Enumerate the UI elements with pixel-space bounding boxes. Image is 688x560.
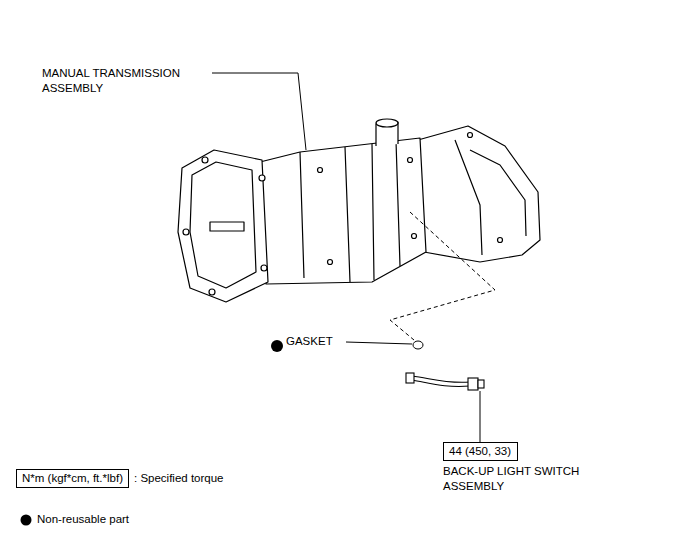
- legend-symbol: [21, 515, 32, 526]
- torque-box: 44 (450, 33): [443, 442, 518, 461]
- switch-connector: [406, 373, 414, 383]
- leader-line: [346, 342, 412, 344]
- installation-line: [390, 212, 495, 340]
- switch-wire: [412, 376, 470, 386]
- leader-lines: [212, 73, 480, 442]
- bell-housing: [178, 150, 268, 302]
- switch-thread: [478, 380, 484, 388]
- transmission-drawing: [178, 119, 540, 302]
- case-rib: [300, 141, 400, 282]
- housing-opening: [190, 162, 256, 288]
- legend-text: : Specified torque: [134, 471, 224, 486]
- shift-tower-top: [376, 119, 398, 127]
- switch-drawing: [406, 373, 484, 390]
- input-shaft: [210, 222, 244, 231]
- unit-box: N*m (kgf*cm, ft.*lbf): [16, 469, 129, 488]
- gasket-part: [413, 341, 423, 349]
- switch-body: [468, 378, 478, 390]
- leader-line: [480, 391, 481, 442]
- node-text: 44 (450, 33): [449, 445, 511, 457]
- legend-text: Non-reusable part: [37, 512, 129, 527]
- part-name: BACK-UP LIGHT SWITCH ASSEMBLY: [443, 464, 593, 494]
- part-name: MANUAL TRANSMISSION ASSEMBLY: [42, 66, 182, 96]
- bolt-holes: [183, 133, 503, 296]
- main-case: [260, 138, 426, 284]
- transfer-case: [418, 126, 540, 262]
- part-name: GASKET: [286, 334, 356, 349]
- case-rib: [455, 140, 526, 255]
- node-text: N*m (kgf*cm, ft.*lbf): [22, 472, 123, 484]
- non-reusable-mark: [271, 340, 283, 352]
- leader-line: [212, 73, 306, 150]
